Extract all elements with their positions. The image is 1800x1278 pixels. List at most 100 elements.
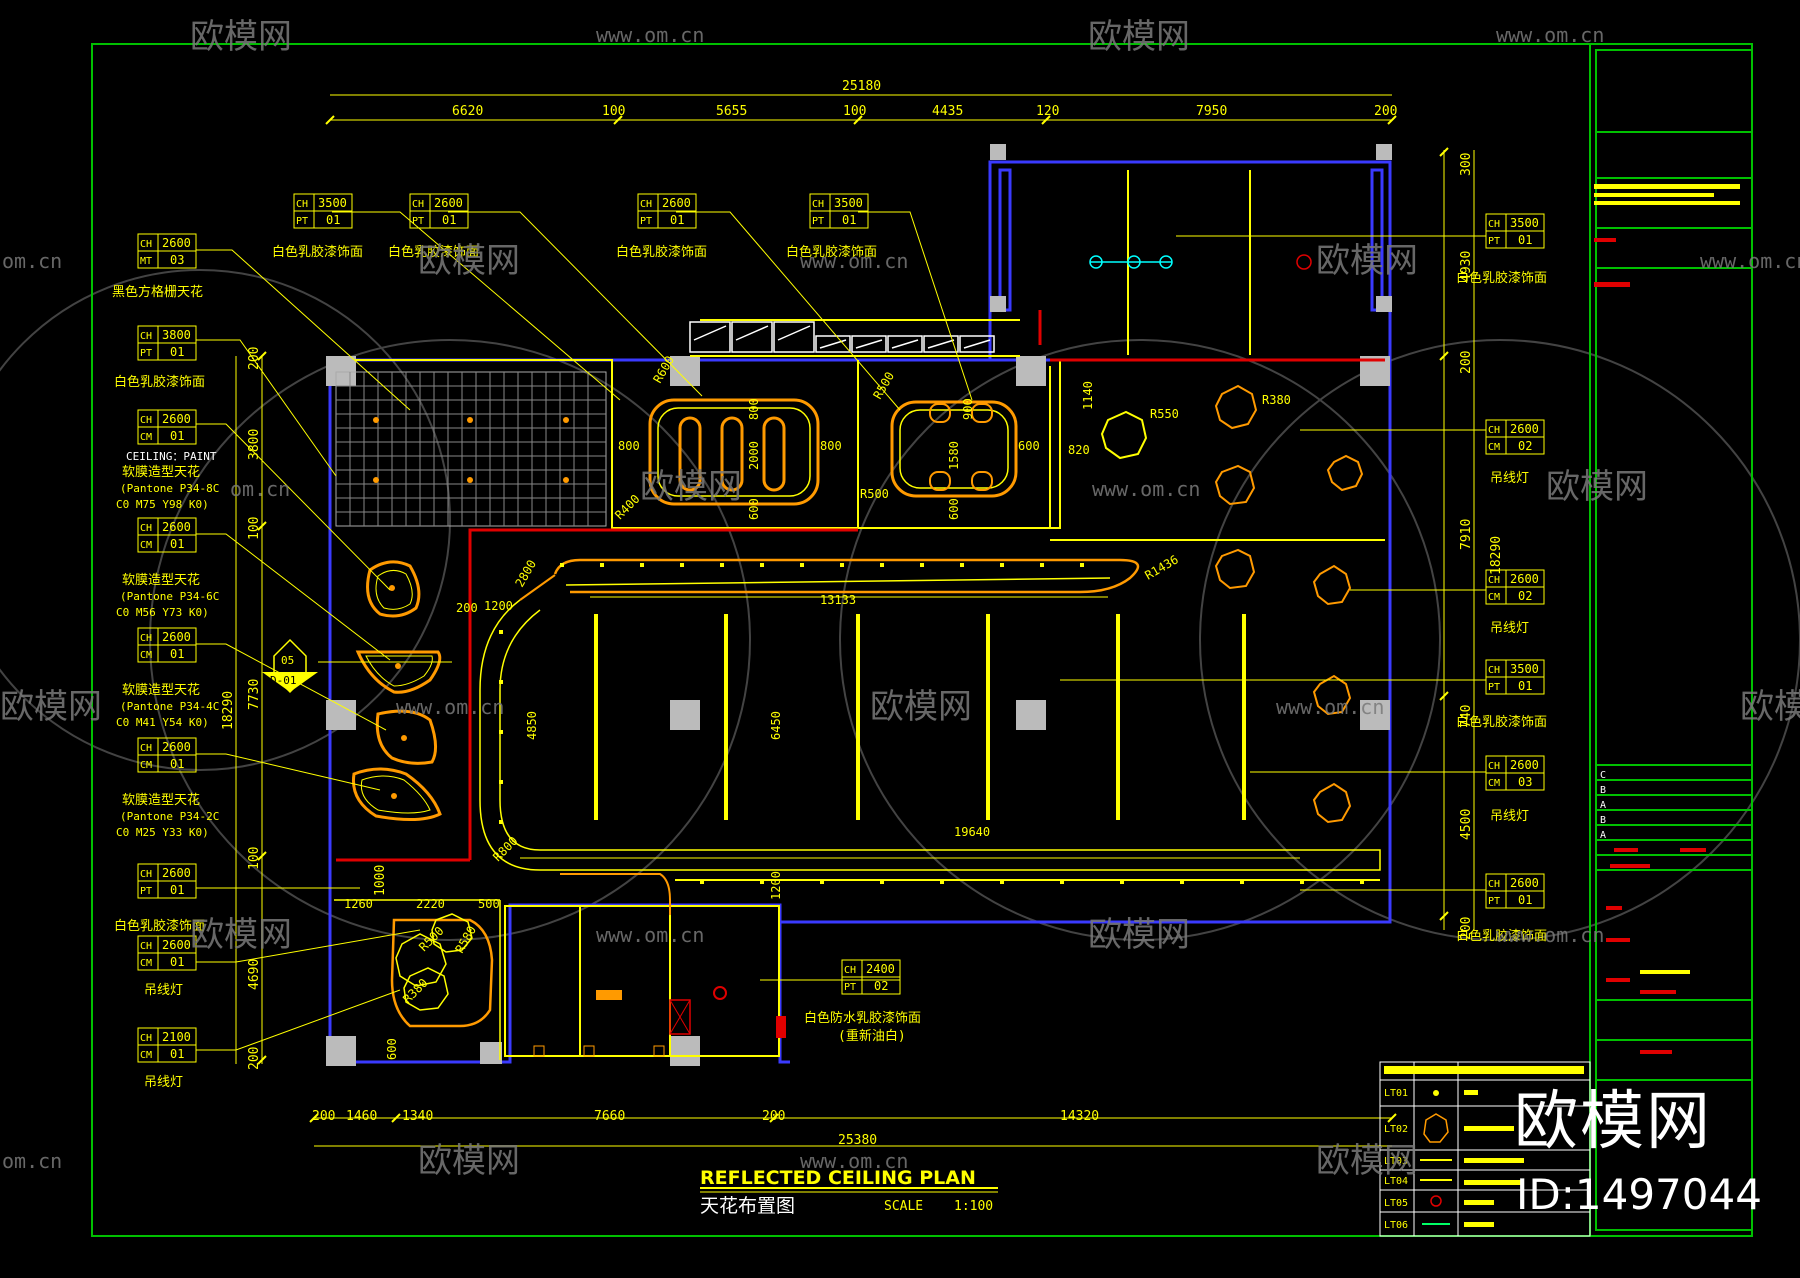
material-tag: CH 2600 PT 01 白色乳胶漆饰面 xyxy=(114,863,205,934)
dim-bottom: 7660 xyxy=(594,1109,625,1124)
svg-text:CH: CH xyxy=(140,331,152,342)
dim-top: 7950 xyxy=(1196,104,1227,119)
watermark-brand: 欧模网 xyxy=(0,687,102,727)
dim-top: 120 xyxy=(1036,104,1059,119)
svg-text:CH: CH xyxy=(412,199,424,210)
plan-subtitle: 天花布置图 xyxy=(700,1195,795,1217)
watermark-brand: 欧模网 xyxy=(418,241,520,281)
scale-label: SCALE xyxy=(884,1199,923,1214)
svg-text:01: 01 xyxy=(170,883,184,897)
svg-text:软膜造型天花: 软膜造型天花 xyxy=(122,464,200,480)
dim-left: 100 xyxy=(247,517,262,540)
watermark-url: www.om.cn xyxy=(1496,23,1604,47)
svg-text:CH: CH xyxy=(1488,665,1500,676)
svg-text:CH: CH xyxy=(140,415,152,426)
dim-top: 5655 xyxy=(716,104,747,119)
dim-right: 4930 xyxy=(1459,251,1474,282)
watermark-brand: 欧模网 xyxy=(1316,241,1418,281)
svg-text:CM: CM xyxy=(140,650,152,661)
svg-text:3500: 3500 xyxy=(834,196,863,210)
lower-room xyxy=(334,899,786,1060)
dimension-lines xyxy=(235,94,1475,1147)
sheet-strip: C B A B A xyxy=(1600,770,1606,841)
svg-text:(Pantone P34-6C: (Pantone P34-6C xyxy=(120,590,219,603)
dim-bottom: 1460 xyxy=(346,1109,377,1124)
material-tag: CH 2600 PT 01 白色乳胶漆饰面 xyxy=(1456,873,1547,944)
inner-dimension-text: 1200 13133 19640 1200 4850 6450 1260 222… xyxy=(344,381,1095,1060)
material-tag: CH 3500 PT 01 白色乳胶漆饰面 xyxy=(272,193,363,260)
dim-right: 740 xyxy=(1459,705,1474,728)
watermark-url: www.om.cn xyxy=(596,923,704,947)
svg-text:2600: 2600 xyxy=(162,938,191,952)
svg-text:01: 01 xyxy=(326,213,340,227)
svg-text:2100: 2100 xyxy=(162,1030,191,1044)
watermark-url: www.om.cn xyxy=(1092,477,1200,501)
dim-right: 4500 xyxy=(1459,809,1474,840)
brand-logo-overlay: 欧模网 xyxy=(1514,1085,1712,1159)
material-tag: CH 2600 MT 03 黑色方格栅天花 xyxy=(112,233,203,300)
dim-inner: 600 xyxy=(385,1038,399,1060)
svg-text:白色乳胶漆饰面: 白色乳胶漆饰面 xyxy=(114,918,205,934)
watermark-brand: 欧模网 xyxy=(190,17,292,57)
svg-text:02: 02 xyxy=(1518,439,1532,453)
svg-text:03: 03 xyxy=(1518,775,1532,789)
svg-text:CH: CH xyxy=(296,199,308,210)
svg-text:C0 M25 Y33 K0): C0 M25 Y33 K0) xyxy=(116,826,209,839)
watermark-rings xyxy=(0,269,1800,941)
watermark-brand: 欧模网 xyxy=(418,1141,520,1181)
rev-letter: B xyxy=(1600,815,1606,826)
watermark-brand: 欧模网 xyxy=(1546,467,1648,507)
rev-letter: A xyxy=(1600,800,1606,811)
material-tag: CH 2600 CM 03 吊线灯 xyxy=(1485,755,1545,824)
svg-text:PT: PT xyxy=(412,216,424,227)
svg-text:(Pantone P34-2C: (Pantone P34-2C xyxy=(120,810,219,823)
svg-text:MT: MT xyxy=(140,256,152,267)
svg-text:CM: CM xyxy=(140,1050,152,1061)
dim-top: 100 xyxy=(602,104,625,119)
radius-label: R380 xyxy=(1262,393,1291,407)
dim-left: 7730 xyxy=(247,679,262,710)
svg-text:2600: 2600 xyxy=(1510,758,1539,772)
svg-text:CH: CH xyxy=(844,965,856,976)
svg-text:01: 01 xyxy=(1518,233,1532,247)
svg-text:PT: PT xyxy=(1488,682,1500,693)
tag-group: CH 2600 MT 03 黑色方格栅天花 CH 3800 PT 01 白色乳胶… xyxy=(112,193,1547,1090)
legend-code: LT01 xyxy=(1384,1088,1408,1099)
svg-text:白色乳胶漆饰面: 白色乳胶漆饰面 xyxy=(1456,270,1547,286)
dim-inner: 1140 xyxy=(1081,381,1095,410)
dim-right: 7910 xyxy=(1459,519,1474,550)
svg-text:01: 01 xyxy=(170,757,184,771)
svg-text:(Pantone P34-4C: (Pantone P34-4C xyxy=(120,700,219,713)
svg-text:C0 M56 Y73 K0): C0 M56 Y73 K0) xyxy=(116,606,209,619)
dim-right: 200 xyxy=(1459,351,1474,374)
light-track xyxy=(479,558,1381,915)
svg-text:软膜造型天花: 软膜造型天花 xyxy=(122,682,200,698)
red-partition xyxy=(336,310,1385,862)
svg-text:01: 01 xyxy=(170,345,184,359)
svg-text:PT: PT xyxy=(1488,236,1500,247)
svg-text:CH: CH xyxy=(1488,761,1500,772)
svg-text:CH: CH xyxy=(1488,879,1500,890)
watermark-url: om.cn xyxy=(2,1149,62,1173)
svg-text:3500: 3500 xyxy=(1510,216,1539,230)
svg-text:2600: 2600 xyxy=(162,630,191,644)
section-number: 05 xyxy=(281,654,294,667)
blob-lights xyxy=(389,585,407,799)
svg-text:CM: CM xyxy=(1488,778,1500,789)
dim-inner: 1200 xyxy=(484,599,513,613)
svg-text:01: 01 xyxy=(170,429,184,443)
svg-text:软膜造型天花: 软膜造型天花 xyxy=(122,792,200,808)
dim-bottom-total: 25380 xyxy=(838,1133,877,1148)
svg-text:CM: CM xyxy=(140,958,152,969)
svg-text:白色乳胶漆饰面: 白色乳胶漆饰面 xyxy=(616,244,707,260)
material-tag: CH 3800 PT 01 白色乳胶漆饰面 xyxy=(114,325,205,390)
svg-text:01: 01 xyxy=(170,1047,184,1061)
dim-inner: 900 xyxy=(961,398,975,420)
svg-text:2600: 2600 xyxy=(162,740,191,754)
dim-inner: 1200 xyxy=(769,871,783,900)
svg-text:PT: PT xyxy=(640,216,652,227)
watermark-url: om.cn xyxy=(2,249,62,273)
legend-code: LT06 xyxy=(1384,1220,1408,1231)
dim-left: 1000 xyxy=(373,865,388,896)
